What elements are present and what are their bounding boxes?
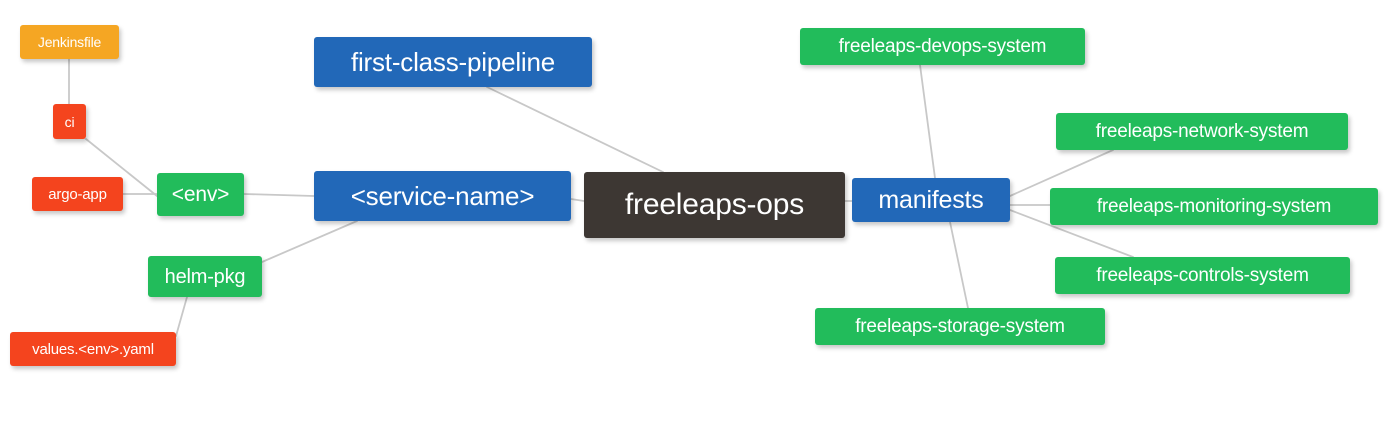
node-label: freeleaps-monitoring-system <box>1096 196 1332 217</box>
node-label: Jenkinsfile <box>37 34 102 50</box>
edge-env-to-service-name <box>243 193 315 197</box>
node-service-name[interactable]: <service-name> <box>314 171 571 221</box>
node-label: ci <box>64 113 75 130</box>
node-label: <service-name> <box>350 181 535 211</box>
node-helm-pkg[interactable]: helm-pkg <box>148 256 262 297</box>
node-devops-system[interactable]: freeleaps-devops-system <box>800 28 1085 65</box>
node-first-class-pipeline[interactable]: first-class-pipeline <box>314 37 592 87</box>
node-label: manifests <box>878 185 984 214</box>
node-env[interactable]: <env> <box>157 173 244 216</box>
node-label: helm-pkg <box>164 265 246 288</box>
edge-manifests-to-devops-system <box>919 64 936 179</box>
node-label: freeleaps-devops-system <box>838 36 1047 57</box>
edge-manifests-to-storage-system <box>949 221 969 309</box>
node-label: argo-app <box>48 185 107 203</box>
edge-first-class-pipeline-to-freeleaps-ops <box>486 86 664 173</box>
edge-values-yaml-to-helm-pkg <box>175 296 188 337</box>
node-label: freeleaps-network-system <box>1095 121 1309 142</box>
node-label: freeleaps-storage-system <box>855 316 1065 337</box>
node-ci[interactable]: ci <box>53 104 86 139</box>
node-network-system[interactable]: freeleaps-network-system <box>1056 113 1348 150</box>
edge-helm-pkg-to-service-name <box>261 220 358 263</box>
node-label: freeleaps-ops <box>624 188 805 221</box>
node-monitoring-system[interactable]: freeleaps-monitoring-system <box>1050 188 1378 225</box>
node-label: <env> <box>171 183 230 206</box>
node-label: values.<env>.yaml <box>32 340 154 358</box>
node-label: first-class-pipeline <box>350 47 556 77</box>
edge-service-name-to-freeleaps-ops <box>570 198 585 202</box>
node-label: freeleaps-controls-system <box>1096 265 1309 286</box>
node-freeleaps-ops[interactable]: freeleaps-ops <box>584 172 845 238</box>
node-values-yaml[interactable]: values.<env>.yaml <box>10 332 176 366</box>
node-manifests[interactable]: manifests <box>852 178 1010 222</box>
node-controls-system[interactable]: freeleaps-controls-system <box>1055 257 1350 294</box>
node-jenkinsfile[interactable]: Jenkinsfile <box>20 25 119 59</box>
node-storage-system[interactable]: freeleaps-storage-system <box>815 308 1105 345</box>
node-argo-app[interactable]: argo-app <box>32 177 123 211</box>
